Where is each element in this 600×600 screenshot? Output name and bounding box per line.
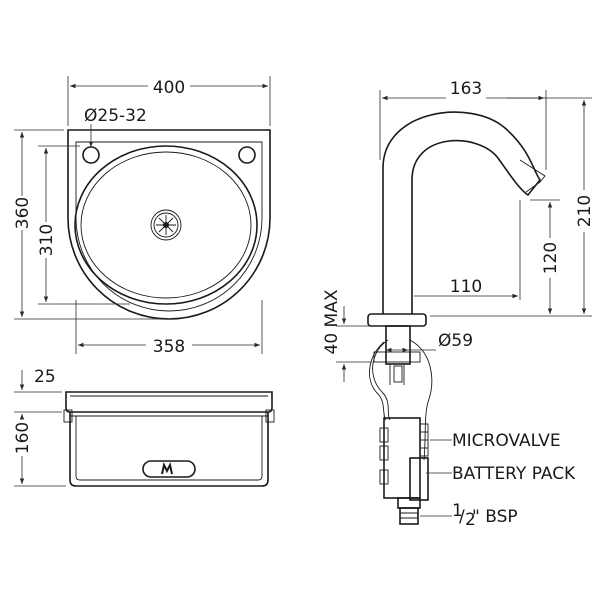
dim-spout-reach: 163 [379, 79, 547, 170]
label-battery-pack-text: BATTERY PACK [452, 464, 576, 484]
dim-tap-hole: Ø25-32 [84, 106, 147, 147]
basin-bowl [74, 145, 258, 305]
tap-cable-right [409, 339, 433, 461]
dim-basin-width-text: 400 [153, 78, 185, 98]
basin-front-rim [65, 391, 273, 413]
label-connection: 1 / 2 " BSP [420, 501, 518, 530]
basin-top-view: 400 Ø25-32 360 310 35 [13, 76, 271, 357]
tap-spout [382, 111, 541, 314]
dim-rim-height-text: 25 [34, 367, 56, 387]
label-connection-text: " BSP [472, 507, 518, 527]
tap-base [367, 313, 427, 327]
basin-outline [67, 129, 271, 320]
dim-tap-height: 210 [430, 97, 595, 317]
dim-basin-width: 400 [67, 76, 271, 126]
label-microvalve-text: MICROVALVE [452, 431, 561, 451]
dim-tap-height-text: 210 [575, 195, 595, 227]
label-connection-slash: / [459, 507, 465, 527]
dim-spout-height: 120 [530, 199, 561, 314]
dim-bowl-width: 358 [75, 300, 263, 357]
battery-pack [409, 457, 429, 501]
basin-logo-plate [142, 460, 196, 478]
waste-icon [150, 209, 182, 241]
dim-basin-depth: 360 [13, 129, 165, 320]
label-microvalve: MICROVALVE [430, 431, 561, 451]
basin-inner-rim [75, 141, 263, 312]
basin-front-view: 25 160 [13, 367, 275, 487]
tap-hole-right [238, 146, 256, 164]
dim-tap-hole-text: Ø25-32 [84, 106, 147, 126]
tap-hole-left [82, 146, 100, 164]
dim-basin-depth-text: 360 [13, 197, 33, 229]
dim-spout-base-reach-text: 110 [450, 277, 482, 297]
tap-shank [385, 325, 411, 365]
dim-body-diameter-text: Ø59 [438, 331, 473, 351]
basin-front-body [69, 412, 269, 487]
dim-bowl-width-text: 358 [153, 337, 185, 357]
dim-spout-reach-text: 163 [450, 79, 482, 99]
basin-bowl-inner [80, 151, 252, 299]
label-connection-denominator: 2 [465, 510, 476, 530]
tap-cable-left [372, 339, 391, 421]
label-battery-pack: BATTERY PACK [426, 464, 576, 484]
dim-basin-height: 160 [13, 414, 66, 487]
tap-side-view: 163 210 120 110 40 MA [322, 79, 595, 530]
brand-logo-icon [161, 462, 173, 475]
dim-body-diameter: Ø59 [386, 331, 473, 353]
label-connection-numerator: 1 [452, 501, 463, 521]
dim-bowl-depth-text: 310 [37, 224, 57, 256]
dim-rim-height: 25 [14, 367, 62, 413]
dim-bowl-depth: 310 [37, 145, 130, 305]
dim-spout-height-text: 120 [541, 242, 561, 274]
dim-deck-thickness: 40 MAX [322, 289, 384, 382]
dim-deck-thickness-text: 40 MAX [322, 289, 342, 354]
dim-basin-height-text: 160 [13, 422, 33, 454]
dim-spout-base-reach: 110 [414, 200, 521, 300]
